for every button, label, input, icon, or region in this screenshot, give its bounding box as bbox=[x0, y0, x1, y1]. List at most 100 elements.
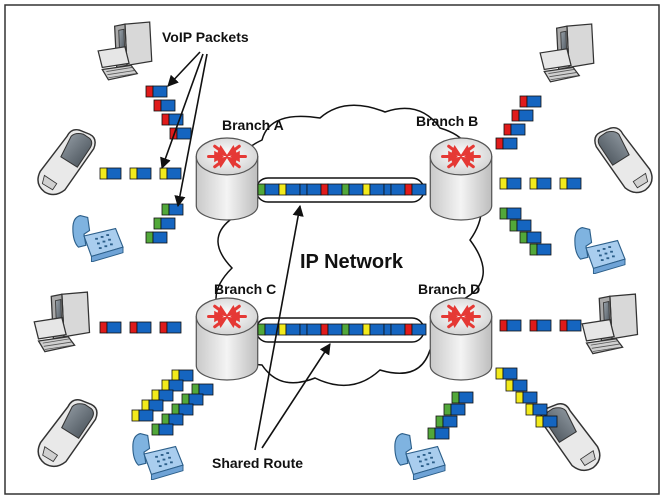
packet-header bbox=[161, 379, 170, 392]
packet-header bbox=[299, 183, 308, 196]
packet-header bbox=[341, 323, 350, 336]
packet-header bbox=[427, 427, 436, 440]
packet-header bbox=[151, 389, 160, 402]
router-icon-branch-c bbox=[194, 296, 260, 382]
packet-payload bbox=[450, 403, 466, 416]
packet-payload bbox=[532, 403, 548, 416]
packet-header bbox=[499, 207, 508, 220]
packet-payload bbox=[160, 99, 176, 112]
packet-header bbox=[161, 113, 170, 126]
packet-payload bbox=[168, 113, 184, 126]
packet-payload bbox=[138, 409, 154, 422]
packet-header bbox=[171, 403, 180, 416]
packet-header bbox=[495, 367, 504, 380]
packet-header bbox=[299, 323, 308, 336]
packet-header bbox=[99, 321, 108, 334]
packet-payload bbox=[178, 369, 194, 382]
branch-a-label: Branch A bbox=[222, 117, 284, 133]
packet-payload bbox=[106, 167, 122, 180]
packet-header bbox=[443, 403, 452, 416]
packet-header bbox=[435, 415, 444, 428]
packet-header bbox=[519, 231, 528, 244]
packet-payload bbox=[434, 427, 450, 440]
packet-header bbox=[278, 323, 287, 336]
packet-payload bbox=[442, 415, 458, 428]
packet-payload bbox=[158, 389, 174, 402]
packet-payload bbox=[168, 413, 184, 426]
router-icon-branch-a bbox=[194, 136, 260, 222]
packet-header bbox=[131, 409, 140, 422]
packet-payload bbox=[152, 85, 168, 98]
packet-header bbox=[181, 393, 190, 406]
packet-payload bbox=[542, 415, 558, 428]
packet-payload bbox=[106, 321, 122, 334]
packet-payload bbox=[526, 95, 542, 108]
packet-payload bbox=[536, 177, 552, 190]
packet-header bbox=[529, 243, 538, 256]
packet-payload bbox=[148, 399, 164, 412]
packet-payload bbox=[327, 323, 343, 336]
packet-payload bbox=[536, 319, 552, 332]
packet-header bbox=[341, 183, 350, 196]
packet-payload bbox=[502, 367, 518, 380]
packet-payload bbox=[411, 183, 427, 196]
packet-header bbox=[559, 319, 568, 332]
packet-payload bbox=[522, 391, 538, 404]
packet-payload bbox=[264, 183, 280, 196]
packet-payload bbox=[458, 391, 474, 404]
packet-header bbox=[151, 423, 160, 436]
packet-payload bbox=[306, 323, 322, 336]
packet-header bbox=[161, 413, 170, 426]
packet-payload bbox=[136, 321, 152, 334]
packet-payload bbox=[536, 243, 552, 256]
packet-payload bbox=[510, 123, 526, 136]
packet-payload bbox=[506, 177, 522, 190]
packet-header bbox=[171, 369, 180, 382]
packet-header bbox=[511, 109, 520, 122]
packet-payload bbox=[369, 183, 385, 196]
packet-payload bbox=[136, 167, 152, 180]
packet-header bbox=[495, 137, 504, 150]
packet-payload bbox=[166, 167, 182, 180]
packet-payload bbox=[168, 379, 184, 392]
packet-payload bbox=[160, 217, 176, 230]
voip-packets-label: VoIP Packets bbox=[162, 29, 249, 45]
packet-payload bbox=[506, 319, 522, 332]
packet-payload bbox=[390, 183, 406, 196]
packet-payload bbox=[411, 323, 427, 336]
packet-payload bbox=[348, 323, 364, 336]
packet-payload bbox=[198, 383, 214, 396]
packet-header bbox=[404, 183, 413, 196]
packet-header bbox=[129, 167, 138, 180]
packet-payload bbox=[166, 321, 182, 334]
packet-header bbox=[505, 379, 514, 392]
packet-header bbox=[529, 177, 538, 190]
packet-header bbox=[499, 177, 508, 190]
router-icon-branch-b bbox=[428, 136, 494, 222]
packet-payload bbox=[285, 183, 301, 196]
packet-header bbox=[515, 391, 524, 404]
packet-header bbox=[278, 183, 287, 196]
packet-header bbox=[383, 183, 392, 196]
packet-header bbox=[451, 391, 460, 404]
packet-payload bbox=[168, 203, 184, 216]
packet-header bbox=[153, 99, 162, 112]
packet-header bbox=[141, 399, 150, 412]
packet-header bbox=[383, 323, 392, 336]
branch-c-label: Branch C bbox=[214, 281, 276, 297]
packet-payload bbox=[188, 393, 204, 406]
packet-header bbox=[362, 183, 371, 196]
packet-header bbox=[503, 123, 512, 136]
callout-arrows bbox=[160, 51, 331, 451]
ip-network-label: IP Network bbox=[300, 251, 404, 273]
packet-header bbox=[519, 95, 528, 108]
packet-header bbox=[362, 323, 371, 336]
packet-header bbox=[535, 415, 544, 428]
packet-payload bbox=[566, 177, 582, 190]
packet-payload bbox=[152, 231, 168, 244]
packet-header bbox=[129, 321, 138, 334]
packet-header bbox=[159, 321, 168, 334]
packet-payload bbox=[327, 183, 343, 196]
packet-payload bbox=[506, 207, 522, 220]
